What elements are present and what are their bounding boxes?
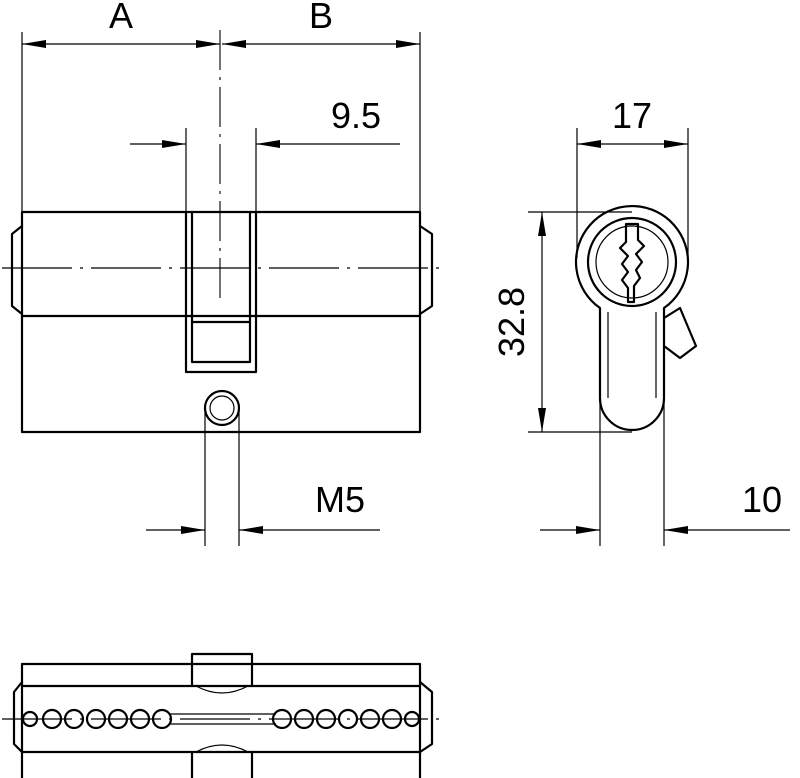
label-keyway: 9.5 (331, 95, 381, 136)
section-cam-top (190, 652, 254, 688)
section-right-cap (418, 680, 434, 754)
pin (359, 708, 381, 730)
label-b: B (309, 0, 333, 36)
screw-hole-inner (209, 395, 235, 421)
keyway-icon (618, 222, 646, 304)
dimension-profile-width: 17 (576, 95, 689, 258)
arrow-height-top (538, 212, 546, 236)
arrow-keyway-right (256, 140, 280, 148)
section-cam-bottom (190, 750, 254, 778)
arrow-thread-right (239, 526, 263, 534)
pin (315, 708, 337, 730)
arrow-b-left (222, 40, 246, 48)
arrow-height-bottom (538, 408, 546, 432)
profile-stem-inner (607, 312, 657, 398)
pin (293, 708, 315, 730)
label-profile-height: 32.8 (491, 287, 532, 357)
dimension-thread: M5 (146, 408, 380, 546)
arrow-thread-left (181, 526, 205, 534)
pin (337, 708, 359, 730)
dimension-keyway: 9.5 (130, 95, 400, 212)
cam-nose (662, 306, 698, 360)
profile-view (574, 204, 698, 432)
pin (403, 710, 421, 728)
pins-left (21, 708, 173, 730)
section-view (2, 652, 440, 778)
pin (151, 708, 173, 730)
dimension-a-b: A B (21, 0, 421, 212)
cylinder-body (20, 210, 422, 434)
arrow-cam-left (576, 526, 600, 534)
label-thread: M5 (315, 479, 365, 520)
pin (381, 708, 403, 730)
dimension-cam-width: 10 (540, 400, 790, 546)
label-profile-width: 17 (612, 95, 652, 136)
profile-outline (574, 204, 690, 432)
arrow-profile-left (577, 140, 601, 148)
cam-slot (184, 210, 258, 374)
pin (63, 708, 85, 730)
section-left-cap (12, 680, 24, 754)
label-a: A (109, 0, 133, 36)
arrow-a-right (196, 40, 220, 48)
arrow-cam-right (664, 526, 688, 534)
arrow-a-left (22, 40, 46, 48)
plug-ring-outer (586, 216, 678, 308)
right-plug-cap (418, 224, 434, 316)
front-view (2, 30, 440, 434)
pin (107, 708, 129, 730)
pins-right (271, 708, 421, 730)
pin (41, 708, 63, 730)
pin (129, 708, 151, 730)
section-cam-curve-top (195, 685, 249, 694)
arrow-keyway-left (162, 140, 186, 148)
left-plug-cap (10, 224, 24, 316)
arrow-profile-right (664, 140, 688, 148)
plug-ring-inner (595, 225, 669, 299)
pin (85, 708, 107, 730)
label-cam-width: 10 (742, 479, 782, 520)
cam-slot-inner (190, 210, 252, 364)
dimension-profile-height: 32.8 (491, 211, 632, 433)
arrow-b-right (396, 40, 420, 48)
section-cam-curve-bottom (195, 744, 249, 753)
pin (21, 710, 39, 728)
pin (271, 708, 293, 730)
